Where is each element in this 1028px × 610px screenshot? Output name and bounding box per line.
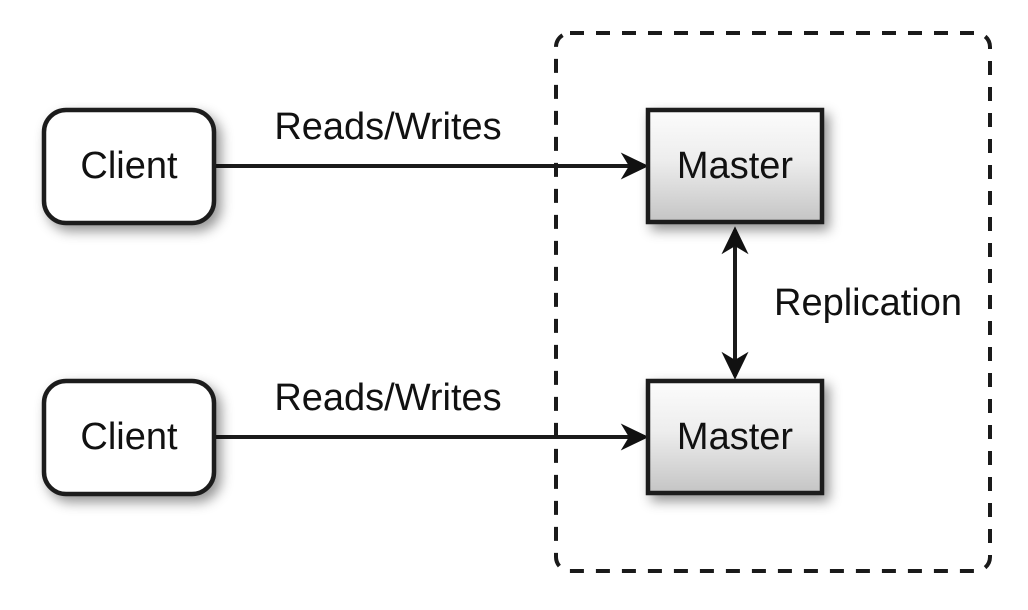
client-bottom-shape[interactable] [41, 378, 217, 497]
cluster-boundary [554, 31, 992, 573]
node-master-bottom[interactable]: Master [645, 378, 825, 496]
master-top-label: Master [677, 145, 793, 187]
master-bottom-shape[interactable] [645, 378, 825, 496]
edge-label-reads-writes-bottom: Reads/Writes [274, 377, 501, 419]
edge-client-bottom-to-master-bottom: Reads/Writes [214, 377, 649, 451]
master-top-shape[interactable] [645, 107, 825, 225]
node-client-top[interactable]: Client [41, 107, 217, 226]
node-master-top[interactable]: Master [645, 107, 825, 225]
edge-label-reads-writes-top: Reads/Writes [274, 106, 501, 148]
edge-label-replication: Replication [774, 282, 962, 324]
client-bottom-label: Client [80, 416, 178, 458]
client-top-label: Client [80, 145, 178, 187]
master-bottom-label: Master [677, 416, 793, 458]
edge-replication: Replication [721, 226, 962, 380]
node-client-bottom[interactable]: Client [41, 378, 217, 497]
client-top-shape[interactable] [41, 107, 217, 226]
edge-client-top-to-master-top: Reads/Writes [214, 106, 649, 180]
